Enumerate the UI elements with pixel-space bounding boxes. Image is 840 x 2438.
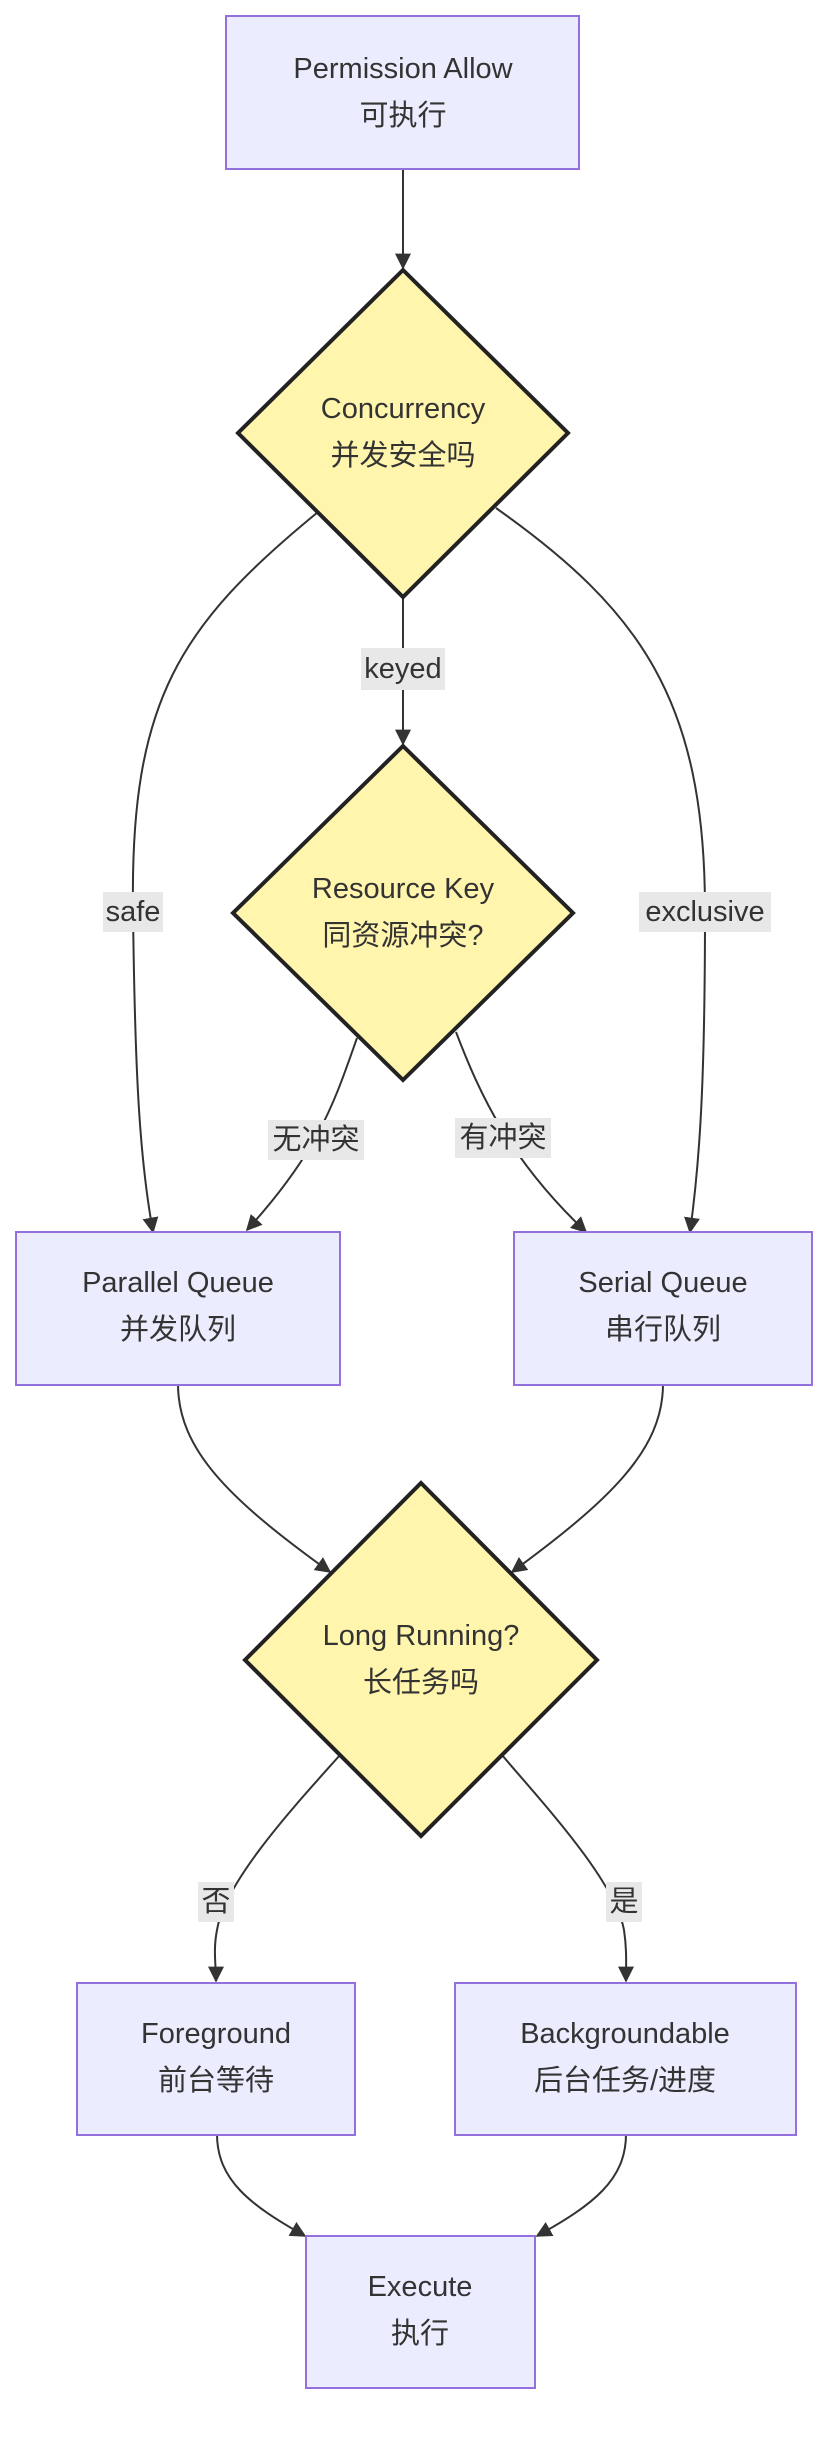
svg-text:并发队列: 并发队列 <box>120 1313 236 1346</box>
svg-text:Serial Queue: Serial Queue <box>578 1267 747 1299</box>
svg-text:Permission Allow: Permission Allow <box>293 53 513 85</box>
node-serial-queue: Serial Queue 串行队列 <box>513 1231 813 1386</box>
edge-concurrency-to-serial-queue <box>495 507 707 1234</box>
node-backgroundable: Backgroundable 后台任务/进度 <box>454 1982 797 2136</box>
svg-text:串行队列: 串行队列 <box>605 1313 721 1346</box>
svg-text:并发安全吗: 并发安全吗 <box>330 439 475 472</box>
node-long-running: Long Running? 长任务吗 <box>242 1480 600 1839</box>
edge-foreground-to-execute <box>216 2133 307 2237</box>
svg-text:否: 否 <box>201 1886 230 1918</box>
svg-text:Resource Key: Resource Key <box>312 873 495 905</box>
edge-long-running-to-backgroundable <box>501 1754 635 1983</box>
svg-text:Long Running?: Long Running? <box>323 1620 520 1652</box>
svg-text:Parallel Queue: Parallel Queue <box>82 1267 274 1299</box>
svg-text:无冲突: 无冲突 <box>272 1123 359 1156</box>
svg-text:有冲突: 有冲突 <box>459 1121 546 1154</box>
edge-label-keyed: keyed <box>361 648 445 690</box>
edge-label-conflict: 有冲突 <box>455 1118 551 1158</box>
svg-text:是: 是 <box>609 1886 638 1918</box>
edge-label-no-conflict: 无冲突 <box>268 1120 364 1160</box>
svg-text:后台任务/进度: 后台任务/进度 <box>534 2064 716 2097</box>
edge-long-running-to-foreground <box>207 1754 341 1983</box>
svg-text:Backgroundable: Backgroundable <box>520 2018 730 2050</box>
edge-label-no: 否 <box>198 1882 234 1922</box>
node-foreground: Foreground 前台等待 <box>76 1982 356 2136</box>
node-permission-allow: Permission Allow 可执行 <box>225 15 580 170</box>
edge-labels: keyed safe exclusive 无冲突 有冲突 否 是 <box>103 648 771 1922</box>
edge-concurrency-to-parallel-queue <box>131 511 319 1234</box>
svg-text:可执行: 可执行 <box>359 99 446 132</box>
node-concurrency: Concurrency 并发安全吗 <box>235 267 571 600</box>
edge-label-safe: safe <box>103 892 163 932</box>
edge-label-exclusive: exclusive <box>639 892 771 932</box>
node-resource-key: Resource Key 同资源冲突? <box>230 743 576 1083</box>
edge-backgroundable-to-execute <box>535 2133 627 2237</box>
svg-text:同资源冲突?: 同资源冲突? <box>322 919 483 952</box>
svg-text:前台等待: 前台等待 <box>158 2064 274 2097</box>
svg-text:exclusive: exclusive <box>645 896 764 928</box>
node-execute: Execute 执行 <box>305 2235 536 2389</box>
svg-text:长任务吗: 长任务吗 <box>363 1666 479 1699</box>
edge-serial-queue-to-long-running <box>510 1383 664 1573</box>
svg-text:Concurrency: Concurrency <box>321 393 486 425</box>
svg-text:keyed: keyed <box>364 653 441 685</box>
edge-parallel-queue-to-long-running <box>177 1383 332 1573</box>
edge-label-yes: 是 <box>606 1882 642 1922</box>
svg-text:safe: safe <box>106 896 161 928</box>
svg-text:Foreground: Foreground <box>141 2018 291 2050</box>
svg-text:执行: 执行 <box>391 2317 449 2350</box>
svg-text:Execute: Execute <box>368 2271 473 2303</box>
node-parallel-queue: Parallel Queue 并发队列 <box>15 1231 341 1386</box>
